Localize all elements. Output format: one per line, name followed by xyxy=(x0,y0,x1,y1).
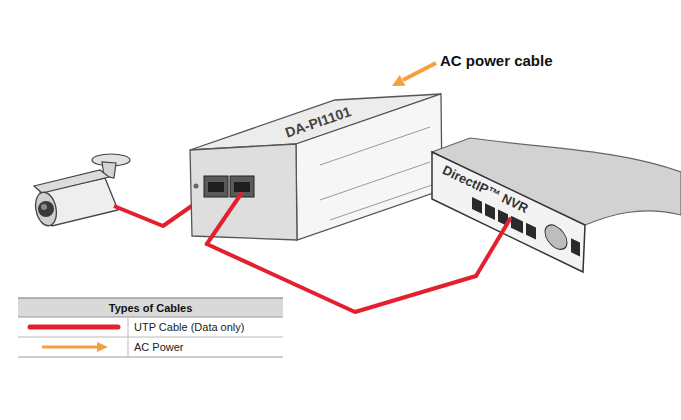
legend-table xyxy=(18,298,283,357)
power-socket xyxy=(571,238,580,256)
rj45-socket xyxy=(234,182,250,192)
nvr-front-panel xyxy=(432,152,585,272)
table-rule xyxy=(18,317,283,318)
camera-lens-glint xyxy=(41,204,47,210)
arrow-head xyxy=(392,75,405,86)
legend-sample-utp xyxy=(30,325,118,330)
table-rule xyxy=(18,337,283,338)
injector-rib xyxy=(320,127,432,220)
connector xyxy=(526,223,536,240)
ac-power-arrow xyxy=(392,63,436,86)
camera-lens xyxy=(38,201,54,217)
rj45-port xyxy=(204,176,228,197)
legend-header xyxy=(18,298,283,317)
legend-text: UTP Cable (Data only) xyxy=(134,321,244,333)
nvr-drawing xyxy=(432,138,681,272)
nvr-device: DirectIP™ NVR xyxy=(428,140,588,276)
fan xyxy=(545,221,567,253)
injector-front-face xyxy=(190,144,297,240)
legend-entry: UTP Cable (Data only) xyxy=(134,321,244,334)
bullet-camera xyxy=(33,154,130,228)
arrow-shaft xyxy=(403,63,436,80)
device-label: DirectIP™ NVR xyxy=(440,163,531,217)
legend-sample-arrowhead xyxy=(97,342,108,352)
connector xyxy=(511,216,523,234)
connector xyxy=(485,203,495,220)
camera-sunshield xyxy=(34,170,109,193)
status-led xyxy=(194,184,199,189)
poe-injector: DA-PI1101 xyxy=(186,88,446,244)
connector xyxy=(472,197,482,214)
legend-title: Types of Cables xyxy=(109,301,193,314)
legend-text: AC Power xyxy=(134,341,184,353)
legend-sample-ac xyxy=(42,346,98,349)
device-label: DA-PI1101 xyxy=(283,103,353,141)
legend-entry: AC Power xyxy=(134,341,184,354)
table-rule xyxy=(128,317,129,357)
callout-label: AC power cable xyxy=(440,52,553,69)
utp-cable xyxy=(207,244,476,312)
camera-front xyxy=(33,190,60,227)
table-rule xyxy=(18,297,283,298)
table-rule xyxy=(18,357,283,358)
poe-injector-drawing xyxy=(190,94,442,240)
rj45-socket xyxy=(208,182,224,192)
